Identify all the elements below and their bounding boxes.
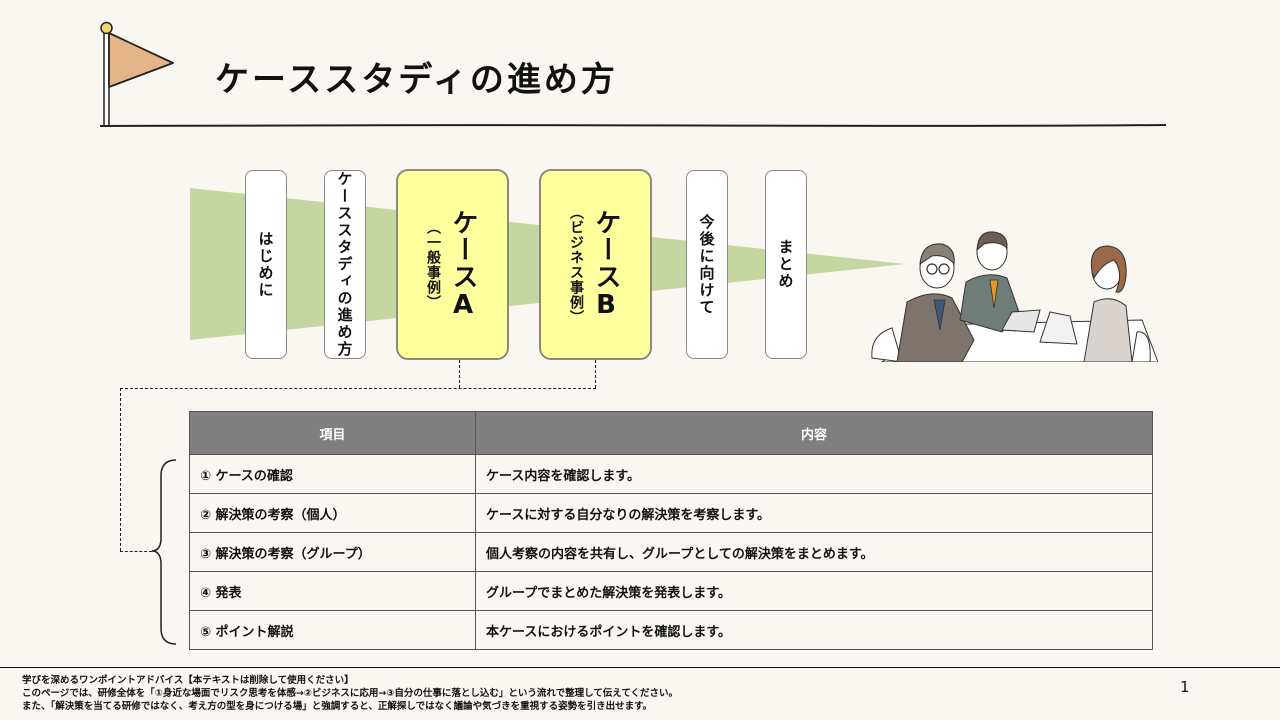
- connector-case-a: [459, 360, 460, 388]
- flow-step-summary: まとめ: [765, 170, 807, 359]
- flow-step-how-to: ケーススタディの進め方: [324, 170, 366, 359]
- brace-icon: [151, 459, 177, 645]
- row-item: ② 解決策の考察（個人）: [189, 493, 476, 533]
- steps-table: 項目 内容 ① ケースの確認 ケース内容を確認します。 ② 解決策の考察（個人）…: [189, 411, 1153, 650]
- column-header-content: 内容: [475, 411, 1153, 455]
- connector-vertical: [120, 388, 121, 551]
- table-row: ① ケースの確認 ケース内容を確認します。: [189, 454, 1153, 494]
- flow-step-intro: はじめに: [245, 170, 287, 359]
- meeting-illustration: [871, 231, 1158, 362]
- row-item: ① ケースの確認: [189, 454, 476, 494]
- connector-case-b: [595, 360, 596, 388]
- row-content: ケースに対する自分なりの解決策を考察します。: [475, 493, 1153, 533]
- header-underline: [100, 124, 1166, 127]
- column-header-item: 項目: [189, 411, 476, 455]
- flow-step-next: 今後に向けて: [686, 170, 728, 359]
- case-b-sublabel: （ビジネス事例）: [568, 204, 584, 325]
- table-row: ⑤ ポイント解説 本ケースにおけるポイントを確認します。: [189, 610, 1153, 650]
- row-content: 個人考察の内容を共有し、グループとしての解決策をまとめます。: [475, 532, 1153, 572]
- table-row: ② 解決策の考察（個人） ケースに対する自分なりの解決策を考察します。: [189, 493, 1153, 533]
- case-a-label: ケースA: [448, 208, 478, 321]
- table-row: ③ 解決策の考察（グループ） 個人考察の内容を共有し、グループとしての解決策をま…: [189, 532, 1153, 572]
- notes-line: また、「解決策を当てる研修ではなく、考え方の型を身につける場」と強調すると、正解…: [22, 701, 653, 712]
- row-content: グループでまとめた解決策を発表します。: [475, 571, 1153, 611]
- presenter-notes: 学びを深めるワンポイントアドバイス【本テキストは削除して使用ください】 このペー…: [22, 674, 678, 713]
- page-number: 1: [1180, 678, 1190, 696]
- row-item: ④ 発表: [189, 571, 476, 611]
- flow-step-label: ケーススタディの進め方: [335, 171, 354, 358]
- table-row: ④ 発表 グループでまとめた解決策を発表します。: [189, 571, 1153, 611]
- flow-step-case-b: ケースB （ビジネス事例）: [539, 169, 652, 360]
- row-item: ③ 解決策の考察（グループ）: [189, 532, 476, 572]
- table-header-row: 項目 内容: [189, 411, 1153, 455]
- case-b-label: ケースB: [591, 208, 621, 321]
- row-content: 本ケースにおけるポイントを確認します。: [475, 610, 1153, 650]
- connector-to-brace: [120, 551, 152, 552]
- page-title: ケーススタディの進め方: [215, 60, 618, 100]
- notes-heading: 学びを深めるワンポイントアドバイス【本テキストは削除して使用ください】: [22, 675, 354, 686]
- flow-step-case-a: ケースA （一般事例）: [396, 169, 509, 360]
- flow-step-label: まとめ: [776, 239, 795, 290]
- flow-step-label: はじめに: [256, 230, 275, 299]
- footer-divider: [0, 667, 1280, 668]
- flow-step-label: 今後に向けて: [697, 213, 716, 316]
- case-a-sublabel: （一般事例）: [425, 219, 441, 310]
- row-content: ケース内容を確認します。: [475, 454, 1153, 494]
- notes-line: このページでは、研修全体を「①身近な場面でリスク思考を体感→②ビジネスに応用→③…: [22, 688, 679, 699]
- row-item: ⑤ ポイント解説: [189, 610, 476, 650]
- flag-icon: [100, 21, 174, 127]
- connector-horizontal: [120, 388, 596, 389]
